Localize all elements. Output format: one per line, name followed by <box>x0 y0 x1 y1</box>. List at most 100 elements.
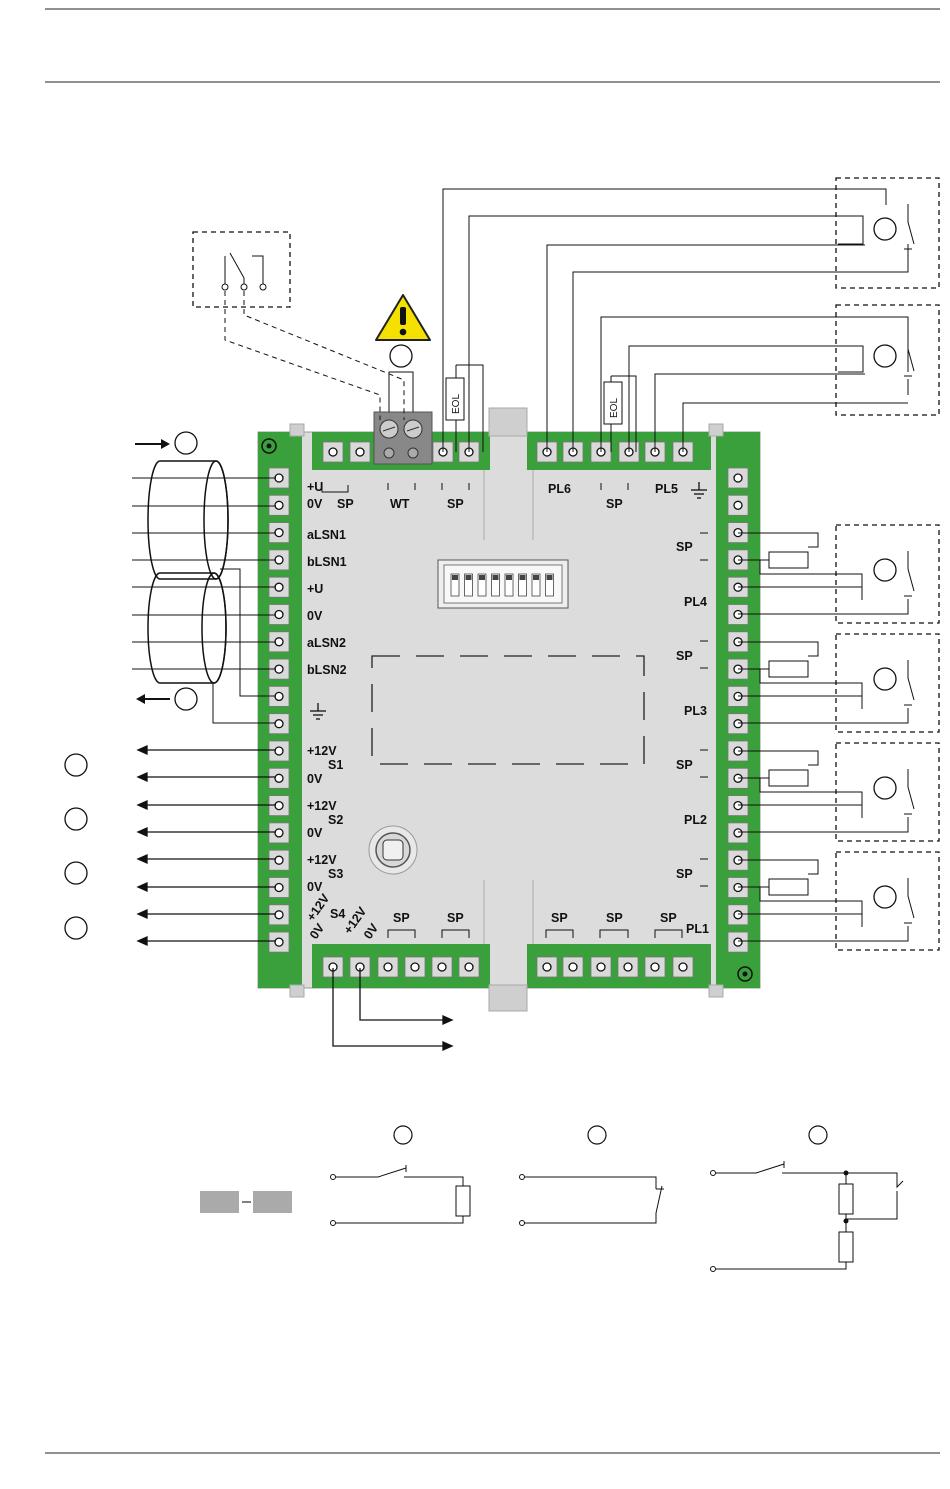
label-s3-plus: +12V <box>307 853 337 867</box>
resistor-icon <box>769 552 808 568</box>
terminal-screw <box>728 468 748 488</box>
resistor-icon <box>769 770 808 786</box>
terminal-screw <box>645 957 665 977</box>
terminal-screw <box>459 957 479 977</box>
callout-circle <box>874 559 896 581</box>
label-pl1: PL1 <box>686 922 709 936</box>
label-top-pl5: PL5 <box>655 482 678 496</box>
callout-circle <box>874 345 896 367</box>
resistor-icon <box>769 879 808 895</box>
label-s2-name: S2 <box>328 813 343 827</box>
warning-icon <box>376 295 430 412</box>
eol-label: EOL <box>609 398 620 418</box>
lsn-out-arrow <box>136 688 197 710</box>
legend <box>200 1126 903 1272</box>
callout-circle <box>588 1126 606 1144</box>
label-s1-plus: +12V <box>307 744 337 758</box>
label-s2-plus: +12V <box>307 799 337 813</box>
callout-circle <box>65 917 87 939</box>
label-bottom-sp-4: SP <box>606 911 623 925</box>
label-bottom-sp-5: SP <box>660 911 677 925</box>
callout-circle <box>394 1126 412 1144</box>
callout-circle <box>874 886 896 908</box>
contact-boxes <box>836 178 939 950</box>
callout-circle <box>874 668 896 690</box>
terminal-screw <box>728 905 748 925</box>
terminal-screw <box>378 957 398 977</box>
terminal-screw <box>350 442 370 462</box>
terminal-screw <box>673 957 693 977</box>
label-top-sp-3: SP <box>606 497 623 511</box>
label-0v: 0V <box>307 609 323 623</box>
label-top-wt: WT <box>390 497 410 511</box>
eol-label: EOL <box>451 394 462 414</box>
legend-circuit-2 <box>520 1175 665 1226</box>
terminal-screw <box>728 823 748 843</box>
terminal-screw <box>269 495 289 515</box>
label-s1-minus: 0V <box>307 772 323 786</box>
resistor-icon <box>769 661 808 677</box>
label-s1-name: S1 <box>328 758 343 772</box>
callout-circle <box>65 808 87 830</box>
terminal-screw <box>269 714 289 734</box>
dip-switch <box>438 560 568 608</box>
terminal-screw <box>728 796 748 816</box>
label-plus-u: +U <box>307 582 323 596</box>
label-right-sp-2: SP <box>676 649 693 663</box>
screw-connector <box>374 412 432 464</box>
callout-circle <box>874 777 896 799</box>
relay-contact-box <box>193 232 404 420</box>
label-top-0v: 0V <box>307 497 323 511</box>
label-bottom-sp-1: SP <box>393 911 410 925</box>
lsn-in-arrow <box>135 432 197 454</box>
label-alsn2: aLSN2 <box>307 636 346 650</box>
terminal-screw <box>563 957 583 977</box>
terminal-screw <box>269 823 289 843</box>
legend-terminal-b <box>253 1191 292 1213</box>
lsn-cable-bus-2 <box>148 573 226 683</box>
terminal-screw <box>269 741 289 761</box>
label-top-sp-1: SP <box>337 497 354 511</box>
terminal-screw <box>728 932 748 952</box>
terminal-screw <box>269 932 289 952</box>
terminal-screw <box>618 957 638 977</box>
terminal-screw <box>323 442 343 462</box>
callout-circle <box>65 754 87 776</box>
terminal-screw <box>405 957 425 977</box>
terminal-screw <box>269 768 289 788</box>
label-top-sp-2: SP <box>447 497 464 511</box>
label-blsn1: bLSN1 <box>307 555 347 569</box>
legend-circuit-1 <box>331 1165 471 1226</box>
contact-box <box>836 305 939 415</box>
label-pl2: PL2 <box>684 813 707 827</box>
tamper-contact <box>369 826 417 874</box>
terminal-screw <box>591 957 611 977</box>
label-s3-name: S3 <box>328 867 343 881</box>
label-pl3: PL3 <box>684 704 707 718</box>
terminal-screw <box>728 495 748 515</box>
legend-circuit-3 <box>711 1161 904 1272</box>
label-s4-name: S4 <box>330 907 345 921</box>
eol-resistor-2: EOL <box>604 382 622 424</box>
callout-circle <box>390 345 412 367</box>
eol-resistor-1: EOL <box>446 378 464 420</box>
label-alsn1: aLSN1 <box>307 528 346 542</box>
label-pl4: PL4 <box>684 595 707 609</box>
lsn-cable-bus-1 <box>148 461 228 579</box>
terminal-screw <box>728 714 748 734</box>
callout-circle <box>175 688 197 710</box>
power-output-arrows <box>138 746 276 945</box>
legend-terminal-a <box>200 1191 239 1213</box>
terminal-screw <box>269 850 289 870</box>
callout-circle <box>874 218 896 240</box>
label-blsn2: bLSN2 <box>307 663 347 677</box>
right-wiring <box>738 533 908 941</box>
callout-circles-left <box>65 754 87 939</box>
label-right-sp-4: SP <box>676 867 693 881</box>
terminal-screw <box>269 905 289 925</box>
label-right-sp-3: SP <box>676 758 693 772</box>
terminal-screw <box>432 957 452 977</box>
callout-circle <box>809 1126 827 1144</box>
label-bottom-sp-3: SP <box>551 911 568 925</box>
callout-circle <box>65 862 87 884</box>
